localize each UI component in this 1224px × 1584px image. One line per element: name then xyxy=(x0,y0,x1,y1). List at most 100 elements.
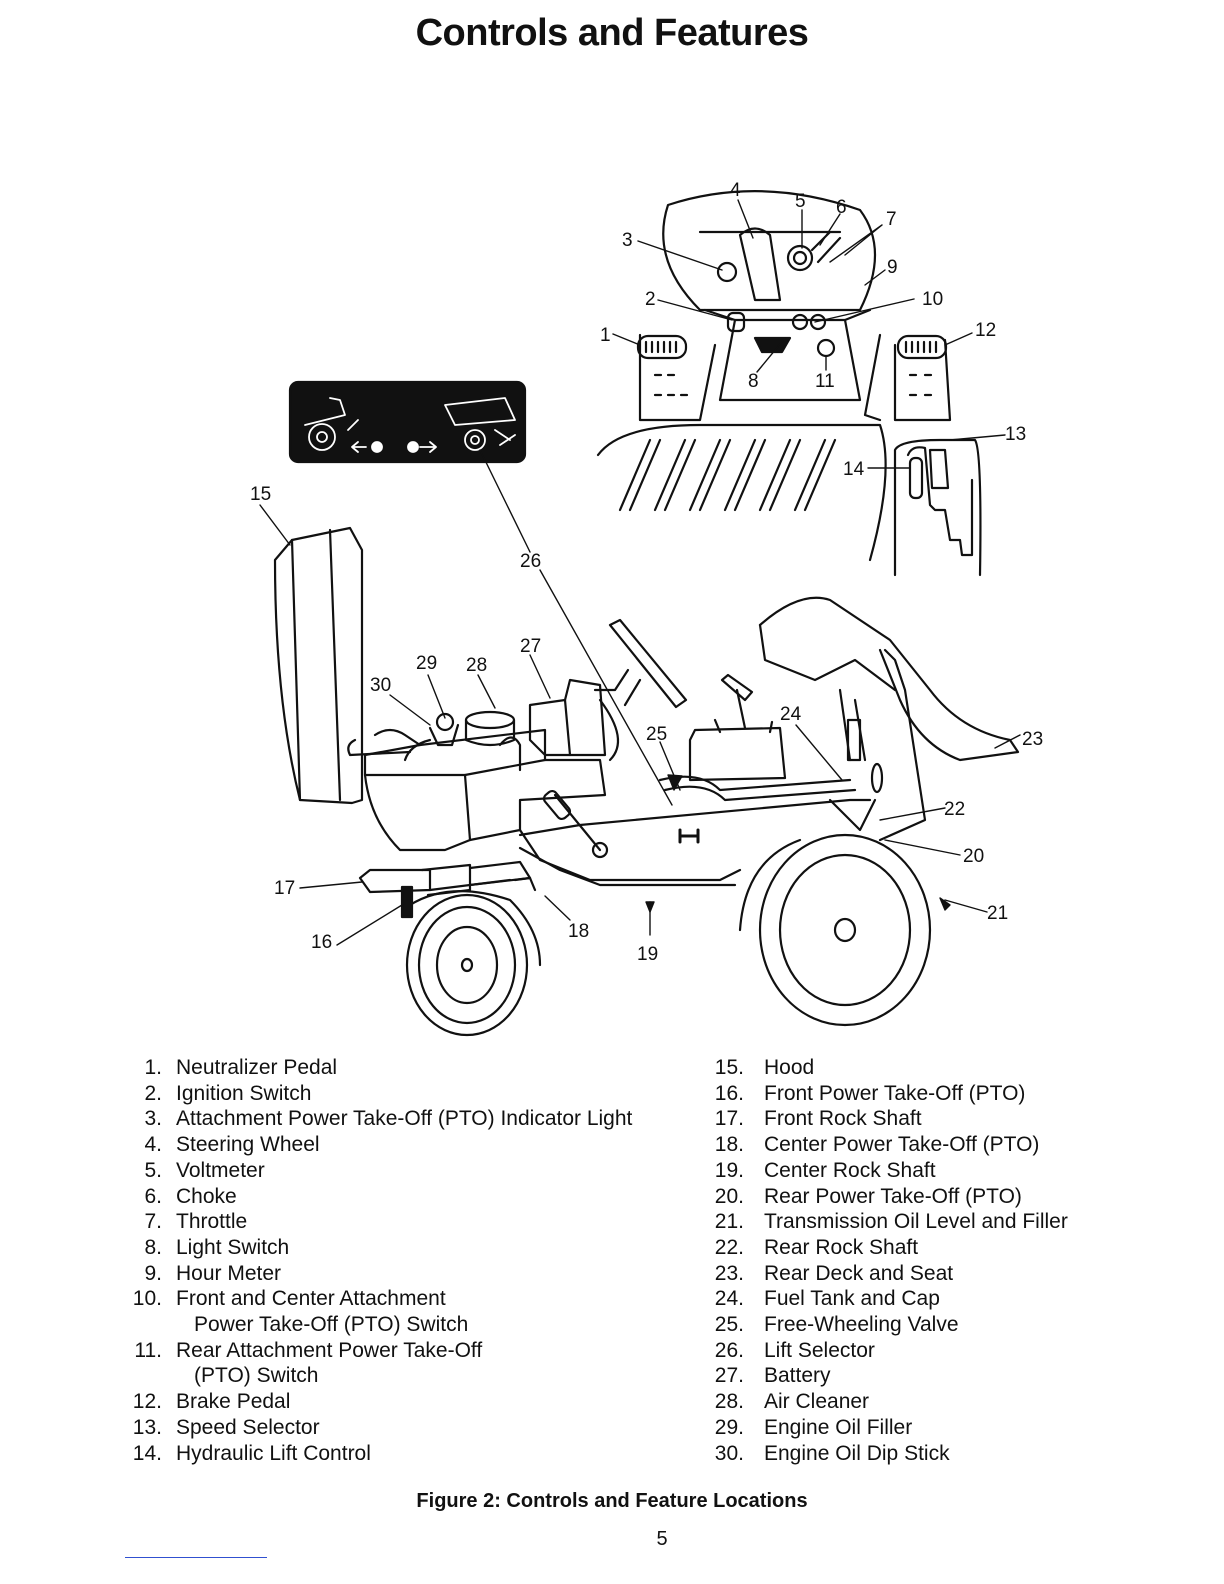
callout-5: 5 xyxy=(795,191,806,212)
legend-item: 20. Rear Power Take-Off (PTO) xyxy=(700,1184,1200,1210)
callout-23: 23 xyxy=(1022,729,1043,750)
callout-12: 12 xyxy=(975,320,996,341)
legend-item: 15. Hood xyxy=(700,1055,1200,1081)
footer-rule xyxy=(125,1557,267,1558)
legend-text: Fuel Tank and Cap xyxy=(764,1287,940,1311)
legend-text: Hood xyxy=(764,1056,815,1079)
legend-item: 21. Transmission Oil Level and Filler xyxy=(700,1209,1200,1235)
legend-item: 24.Fuel Tank and Cap xyxy=(700,1286,1200,1312)
legend-text: Hydraulic Lift Control xyxy=(176,1441,371,1465)
legend-text: Power Take-Off (PTO) Switch xyxy=(194,1313,469,1337)
legend-item-continuation: (PTO) Switch xyxy=(110,1363,670,1389)
legend-text: Light Switch xyxy=(176,1235,290,1259)
callout-7: 7 xyxy=(886,209,897,230)
legend-item: 19. Center Rock Shaft xyxy=(700,1158,1200,1184)
legend-number: 26. xyxy=(714,1338,744,1362)
legend-item: 2.Ignition Switch xyxy=(110,1081,670,1107)
legend-number: 30. xyxy=(714,1441,744,1465)
page-number: 5 xyxy=(656,1528,668,1550)
legend-text: Air Cleaner xyxy=(764,1390,870,1414)
legend-number: 3. xyxy=(144,1107,162,1131)
legend-text: Voltmeter xyxy=(176,1158,265,1182)
legend-text: Steering Wheel xyxy=(176,1133,320,1157)
legend-item: 18.Center Power Take-Off (PTO) xyxy=(700,1132,1200,1158)
legend-number xyxy=(110,1363,176,1389)
callout-16: 16 xyxy=(311,932,332,953)
legend-number: 18. xyxy=(714,1133,744,1157)
legend-number: 5. xyxy=(144,1158,162,1182)
figure-caption: Figure 2: Controls and Feature Locations xyxy=(416,1490,808,1512)
legend-text: Rear Rock Shaft xyxy=(764,1235,919,1259)
legend-number: 29. xyxy=(714,1415,744,1439)
legend-number: 23. xyxy=(714,1261,744,1285)
legend-number: 28. xyxy=(714,1390,744,1414)
legend-number: 11. xyxy=(134,1338,162,1362)
legend-item: 8. Light Switch xyxy=(110,1235,670,1261)
tractor-side-view xyxy=(273,526,1020,1037)
legend-item: 6.Choke xyxy=(110,1184,670,1210)
lift-selector-decal xyxy=(288,380,527,464)
legend-text: Lift Selector xyxy=(764,1338,875,1362)
legend-item: 30. Engine Oil Dip Stick xyxy=(700,1441,1200,1467)
callout-29: 29 xyxy=(416,653,437,674)
legend-item: 22. Rear Rock Shaft xyxy=(700,1235,1200,1261)
legend-number: 4. xyxy=(144,1133,162,1157)
callout-10: 10 xyxy=(922,289,943,310)
legend-text: Rear Attachment Power Take-Off xyxy=(176,1338,483,1362)
legend-number: 7. xyxy=(144,1210,162,1234)
legend-item: 16.Front Power Take-Off (PTO) xyxy=(700,1081,1200,1107)
tractor-figure: 1 2 3 4 5 6 7 9 10 12 8 11 13 14 15 26 2… xyxy=(250,180,1043,1037)
callout-22: 22 xyxy=(944,799,965,820)
legend-text: Rear Deck and Seat xyxy=(764,1261,954,1285)
callout-30: 30 xyxy=(370,675,391,696)
legend-item: 3.Attachment Power Take-Off (PTO) Indica… xyxy=(110,1106,670,1132)
legend-text: Center Rock Shaft xyxy=(764,1158,936,1182)
legend-item: 13.Speed Selector xyxy=(110,1415,670,1441)
legend-number: 8. xyxy=(144,1235,162,1259)
legend-number: 6. xyxy=(144,1184,162,1208)
legend-number: 19. xyxy=(714,1158,744,1182)
legend-number: 22. xyxy=(714,1235,744,1259)
legend-text: Battery xyxy=(764,1364,831,1388)
legend-number: 15. xyxy=(714,1056,744,1079)
legend-number: 27. xyxy=(714,1364,744,1388)
callout-8: 8 xyxy=(748,371,759,392)
callout-14: 14 xyxy=(843,459,865,480)
legend-number xyxy=(110,1312,176,1338)
legend-number: 13. xyxy=(132,1415,162,1439)
legend-text: Neutralizer Pedal xyxy=(176,1056,338,1079)
legend-number: 12. xyxy=(132,1390,162,1414)
legend-text: Engine Oil Filler xyxy=(764,1415,913,1439)
legend-number: 21. xyxy=(714,1210,744,1234)
callout-25: 25 xyxy=(646,724,667,745)
callout-27: 27 xyxy=(520,636,541,657)
callout-20: 20 xyxy=(963,846,984,867)
legend-text: Brake Pedal xyxy=(176,1390,291,1414)
legend-text: Transmission Oil Level and Filler xyxy=(764,1210,1068,1234)
callout-11: 11 xyxy=(815,371,835,392)
dashboard-detail xyxy=(596,190,982,577)
legend-number: 17. xyxy=(714,1107,744,1131)
callout-28: 28 xyxy=(466,655,487,676)
legend-item: 28. Air Cleaner xyxy=(700,1389,1200,1415)
legend-number: 20. xyxy=(714,1184,744,1208)
legend-text: Rear Power Take-Off (PTO) xyxy=(764,1184,1022,1208)
callout-17: 17 xyxy=(274,878,295,899)
legend-right-column: 15. Hood 16.Front Power Take-Off (PTO) 17… xyxy=(700,1055,1200,1466)
legend-item: 4. Steering Wheel xyxy=(110,1132,670,1158)
legend-item: 26. Lift Selector xyxy=(700,1338,1200,1364)
legend-number: 14. xyxy=(132,1441,162,1465)
legend-item: 25.Free-Wheeling Valve xyxy=(700,1312,1200,1338)
callout-24: 24 xyxy=(780,704,802,725)
callout-4: 4 xyxy=(730,180,741,201)
callout-18: 18 xyxy=(568,921,589,942)
callout-9: 9 xyxy=(887,257,898,278)
callout-6: 6 xyxy=(836,197,847,218)
legend-item: 14. Hydraulic Lift Control xyxy=(110,1441,670,1467)
callout-26: 26 xyxy=(520,551,541,572)
legend-item: 5. Voltmeter xyxy=(110,1158,670,1184)
legend-left-column: 1.Neutralizer Pedal 2.Ignition Switch 3.… xyxy=(110,1055,670,1466)
callout-labels: 1 2 3 4 5 6 7 9 10 12 8 11 13 14 15 26 2… xyxy=(250,180,1043,965)
legend-text: Engine Oil Dip Stick xyxy=(764,1441,950,1465)
callout-1: 1 xyxy=(600,325,611,346)
